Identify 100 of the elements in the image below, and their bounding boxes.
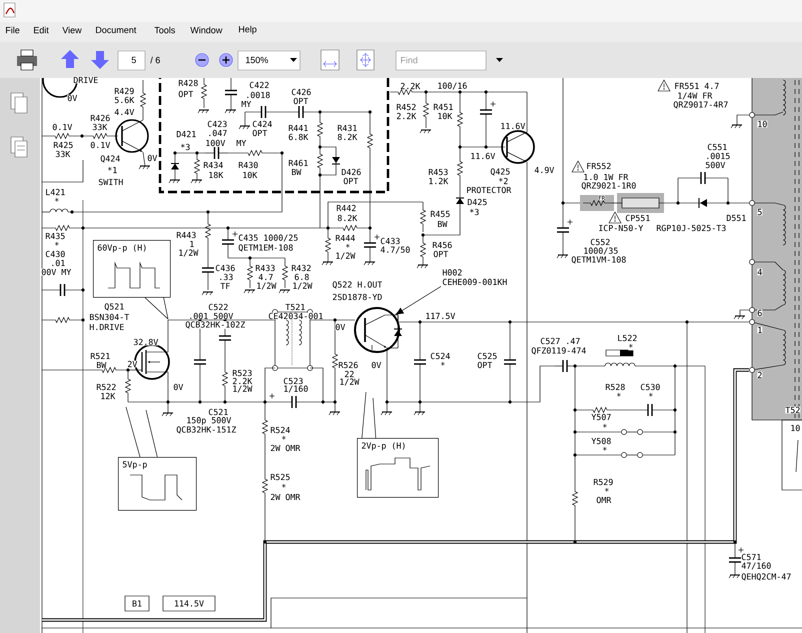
part-label: QRZ9021-1R0 bbox=[581, 182, 636, 190]
part-label: * bbox=[440, 362, 446, 368]
part-label: 4.4V bbox=[114, 108, 134, 116]
part-label: 2W OMR bbox=[270, 494, 300, 500]
part-label: BW bbox=[437, 220, 448, 228]
part-label: 1/4W FR bbox=[677, 92, 712, 100]
part-label: 4.9V bbox=[534, 166, 554, 174]
part-label: R461 bbox=[288, 160, 308, 166]
part-label: PROTECTOR bbox=[466, 186, 512, 194]
part-label: MY bbox=[241, 100, 252, 108]
part-label: C522 bbox=[208, 304, 228, 310]
leader-line bbox=[146, 410, 158, 458]
part-label: 2.2K bbox=[400, 82, 420, 90]
part-label: D426 bbox=[341, 168, 362, 176]
part-label: MY bbox=[236, 140, 246, 146]
part-label: C424 bbox=[252, 120, 272, 128]
part-label: * bbox=[602, 424, 608, 430]
part-label: R434 bbox=[203, 162, 224, 168]
part-label: 6.8K bbox=[288, 134, 308, 140]
leader-line bbox=[126, 406, 140, 458]
part-label: .001 500V bbox=[188, 312, 234, 320]
search-field: Find bbox=[396, 50, 486, 70]
part-label: 1.2K bbox=[428, 178, 448, 184]
part-label: 2.2K bbox=[232, 378, 252, 384]
part-label: L522 bbox=[617, 334, 638, 342]
menu-item: Tools bbox=[154, 26, 175, 34]
part-label: 117.5V bbox=[425, 312, 456, 320]
part-label: 10K bbox=[437, 112, 452, 120]
part-label: R431 bbox=[337, 124, 358, 132]
part-label: .0018 bbox=[245, 92, 270, 98]
waveform-box: 60Vp-p (H) bbox=[93, 240, 171, 298]
part-label: * bbox=[54, 198, 60, 204]
part-label: C552 bbox=[590, 238, 610, 246]
part-label: 10K bbox=[242, 172, 258, 178]
part-label: 11.6V bbox=[470, 152, 496, 160]
part-label: C551 bbox=[707, 144, 728, 150]
part-label: 4.7/50 bbox=[380, 246, 410, 254]
waveform-box: 5Vp-p bbox=[118, 457, 197, 511]
part-label: RGP10J-5025-T3 bbox=[656, 224, 726, 232]
part-label: 32.8V bbox=[133, 338, 158, 346]
part-label: 6.8 bbox=[294, 274, 310, 280]
part-label: R435 bbox=[45, 232, 66, 240]
part-label: R433 bbox=[255, 264, 276, 272]
part-label: R441 bbox=[288, 124, 308, 132]
part-label: .0015 bbox=[705, 152, 730, 160]
part-label: R525 bbox=[270, 474, 290, 480]
part-label: R425 bbox=[53, 142, 74, 148]
page-count: / 6 bbox=[150, 56, 160, 64]
part-label: C426 bbox=[291, 88, 312, 96]
net-label-box: 114.5V bbox=[162, 596, 216, 612]
page-number-field: 5 bbox=[118, 50, 146, 70]
part-label: 8.2K bbox=[337, 134, 358, 140]
part-label: BW bbox=[96, 362, 106, 368]
part-label: 150p 500V bbox=[186, 416, 232, 426]
part-label: R456 bbox=[432, 242, 452, 248]
part-label: 8.2K bbox=[337, 214, 358, 222]
part-label: 100V bbox=[205, 140, 226, 146]
part-label: 1/2W bbox=[178, 249, 198, 257]
part-label: BW bbox=[291, 168, 302, 176]
part-label: FR551 4.7 bbox=[674, 82, 720, 90]
part-label: 18K bbox=[208, 172, 224, 178]
part-label: R430 bbox=[238, 162, 258, 168]
pin-number: 4 bbox=[757, 268, 762, 276]
part-label: 500V bbox=[705, 162, 726, 168]
part-label: CE42034-001 bbox=[268, 312, 324, 320]
part-label: BSN304-T bbox=[89, 314, 130, 320]
part-label: R428 bbox=[178, 80, 198, 86]
part-label: QFZ0119-474 bbox=[531, 347, 586, 355]
part-label: C433 bbox=[380, 238, 400, 244]
part-label: 33K bbox=[55, 150, 70, 158]
part-label: SWITH bbox=[98, 178, 124, 186]
leader-line bbox=[163, 297, 168, 320]
part-label: 2W OMR bbox=[270, 444, 300, 452]
part-label: * bbox=[628, 344, 634, 350]
part-label: C436 bbox=[215, 264, 236, 272]
part-label: H.DRIVE bbox=[89, 324, 124, 330]
part-label: C571 bbox=[741, 554, 762, 560]
part-label: 5.6K bbox=[114, 96, 134, 104]
part-label: FR552 bbox=[586, 162, 612, 170]
part-label: 0V bbox=[371, 362, 382, 368]
part-label: QRZ9017-4R7 bbox=[673, 101, 728, 109]
part-label: R522 bbox=[96, 384, 116, 390]
part-label: 0V bbox=[335, 324, 346, 330]
part-label: ICP-N50-Y bbox=[598, 224, 644, 232]
net-label-box: B1 bbox=[124, 596, 150, 612]
waveform-box: 2Vp-p (H) bbox=[357, 438, 439, 498]
part-label: QCB32HK-151Z bbox=[176, 426, 236, 434]
part-label: 11.6V bbox=[500, 122, 526, 130]
part-label: T521 bbox=[285, 304, 306, 310]
part-label: 2 bbox=[757, 372, 762, 378]
part-label: 1/2W bbox=[292, 282, 312, 290]
part-label: 33K bbox=[92, 124, 108, 130]
part-label: L421 bbox=[45, 188, 66, 196]
part-label: .01 bbox=[50, 260, 66, 266]
part-label: OPT bbox=[293, 98, 308, 104]
part-label: C530 bbox=[640, 384, 660, 390]
part-label: H002 CEHE009-001KH bbox=[442, 269, 507, 286]
part-label: 0V bbox=[147, 154, 158, 162]
part-label: C524 bbox=[430, 352, 450, 360]
part-label: R452 bbox=[396, 104, 416, 110]
